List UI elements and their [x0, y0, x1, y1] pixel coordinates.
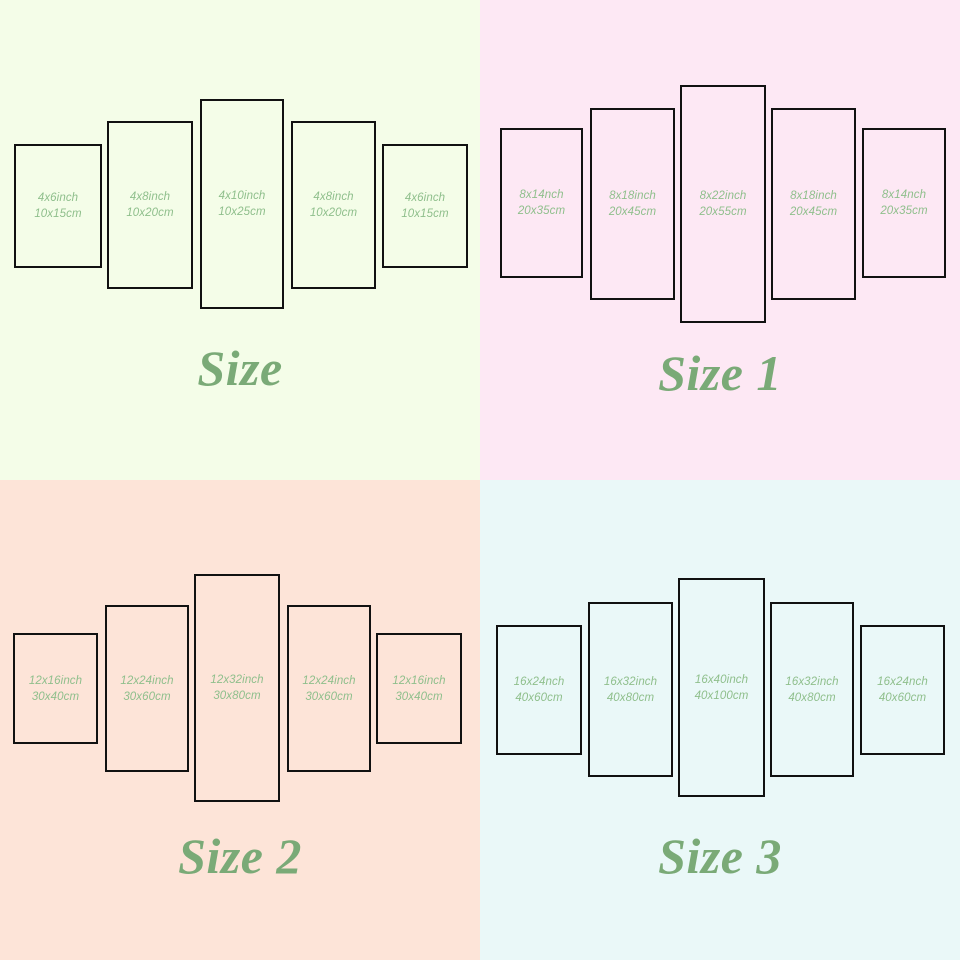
panel-size-cm: 20x45cm — [789, 206, 838, 218]
panel-size-inch: 16x40inch — [694, 673, 749, 686]
panel-group: 16x24nch 40x60cm 16x32inch 40x80cm 16x40inch… — [480, 480, 960, 960]
panel-size-cm: 10x15cm — [34, 208, 82, 220]
panel-size-inch: 4x8inch — [313, 191, 354, 203]
group-title: Size — [197, 340, 283, 396]
canvas-panel: 12x24inch 30x60cm — [287, 605, 371, 772]
canvas-panel: 4x6inch 10x15cm — [14, 144, 102, 268]
panel-size-inch: 8x18inch — [609, 190, 656, 202]
panel-size-cm: 20x35cm — [517, 205, 566, 217]
size-group-size-1: 8x14nch 20x35cm 8x18inch 20x45cm 8x22inch 20x… — [480, 0, 960, 480]
panel-size-inch: 8x22inch — [699, 190, 747, 202]
panel-group: 8x14nch 20x35cm 8x18inch 20x45cm 8x22inch 20x… — [480, 0, 960, 480]
canvas-panel: 12x32inch 30x80cm — [194, 574, 280, 802]
canvas-panel: 8x22inch 20x55cm — [680, 85, 766, 323]
panel-group: 4x6inch 10x15cm 4x8inch 10x20cm 4x10inch 10x2… — [0, 0, 480, 480]
panel-size-inch: 12x16inch — [392, 674, 446, 687]
canvas-panel: 16x32inch 40x80cm — [588, 602, 673, 777]
size-group-size: 4x6inch 10x15cm 4x8inch 10x20cm 4x10inch 10x2… — [0, 0, 480, 480]
group-title: Size 2 — [178, 828, 302, 884]
panel-size-inch: 12x32inch — [210, 674, 264, 686]
panel-size-inch: 4x8inch — [129, 191, 171, 203]
canvas-panel: 4x8inch 10x20cm — [107, 121, 193, 289]
canvas-panel: 8x14nch 20x35cm — [862, 128, 946, 278]
panel-size-inch: 8x14nch — [881, 189, 927, 201]
size-group-size-2: 12x16inch 30x40cm 12x24inch 30x60cm 12x32inc… — [0, 480, 480, 960]
panel-size-cm: 10x20cm — [126, 207, 174, 219]
panel-size-cm: 40x80cm — [788, 691, 836, 704]
panel-size-cm: 30x40cm — [395, 690, 443, 703]
panel-size-cm: 30x40cm — [31, 690, 80, 703]
group-title: Size 3 — [658, 828, 782, 884]
canvas-panel: 16x24nch 40x60cm — [860, 625, 945, 755]
panel-size-inch: 8x14nch — [519, 189, 564, 201]
panel-size-inch: 12x24inch — [120, 674, 174, 687]
canvas-panel: 8x18inch 20x45cm — [771, 108, 856, 300]
size-group-size-3: 16x24nch 40x60cm 16x32inch 40x80cm 16x40inch… — [480, 480, 960, 960]
panel-size-cm: 30x60cm — [123, 690, 171, 703]
canvas-panel: 4x6inch 10x15cm — [382, 144, 468, 268]
panel-size-inch: 4x6inch — [37, 192, 79, 204]
canvas-panel: 16x32inch 40x80cm — [770, 602, 854, 777]
group-title: Size 1 — [658, 345, 782, 401]
panel-size-inch: 12x24inch — [302, 674, 356, 687]
panel-size-inch: 8x18inch — [790, 190, 837, 202]
panel-size-cm: 40x100cm — [694, 689, 749, 702]
panel-size-inch: 16x24nch — [877, 676, 928, 688]
panel-size-inch: 12x16inch — [28, 674, 83, 687]
panel-size-inch: 16x24nch — [513, 676, 565, 688]
panel-size-cm: 40x60cm — [878, 692, 927, 704]
panel-size-cm: 30x80cm — [213, 690, 261, 702]
canvas-panel: 12x16inch 30x40cm — [13, 633, 98, 744]
panel-size-inch: 16x32inch — [785, 675, 839, 688]
canvas-panel: 16x40inch 40x100cm — [678, 578, 765, 797]
canvas-panel: 16x24nch 40x60cm — [496, 625, 582, 755]
panel-size-cm: 20x35cm — [880, 205, 928, 217]
panel-size-inch: 4x6inch — [404, 192, 446, 204]
canvas-panel: 8x14nch 20x35cm — [500, 128, 583, 278]
panel-size-cm: 10x25cm — [218, 206, 266, 218]
panel-size-cm: 40x80cm — [606, 691, 655, 704]
canvas-panel: 8x18inch 20x45cm — [590, 108, 675, 300]
panel-size-cm: 40x60cm — [515, 692, 563, 704]
panel-size-cm: 20x55cm — [699, 206, 747, 218]
canvas-panel: 4x10inch 10x25cm — [200, 99, 284, 309]
panel-size-cm: 10x20cm — [309, 207, 358, 219]
panel-size-cm: 30x60cm — [305, 690, 353, 703]
panel-size-inch: 4x10inch — [218, 190, 266, 202]
canvas-panel: 12x24inch 30x60cm — [105, 605, 189, 772]
panel-group: 12x16inch 30x40cm 12x24inch 30x60cm 12x32inc… — [0, 480, 480, 960]
panel-size-inch: 16x32inch — [603, 675, 658, 688]
panel-size-cm: 20x45cm — [608, 206, 657, 218]
canvas-panel: 4x8inch 10x20cm — [291, 121, 376, 289]
panel-size-cm: 10x15cm — [401, 208, 449, 220]
canvas-panel: 12x16inch 30x40cm — [376, 633, 462, 744]
